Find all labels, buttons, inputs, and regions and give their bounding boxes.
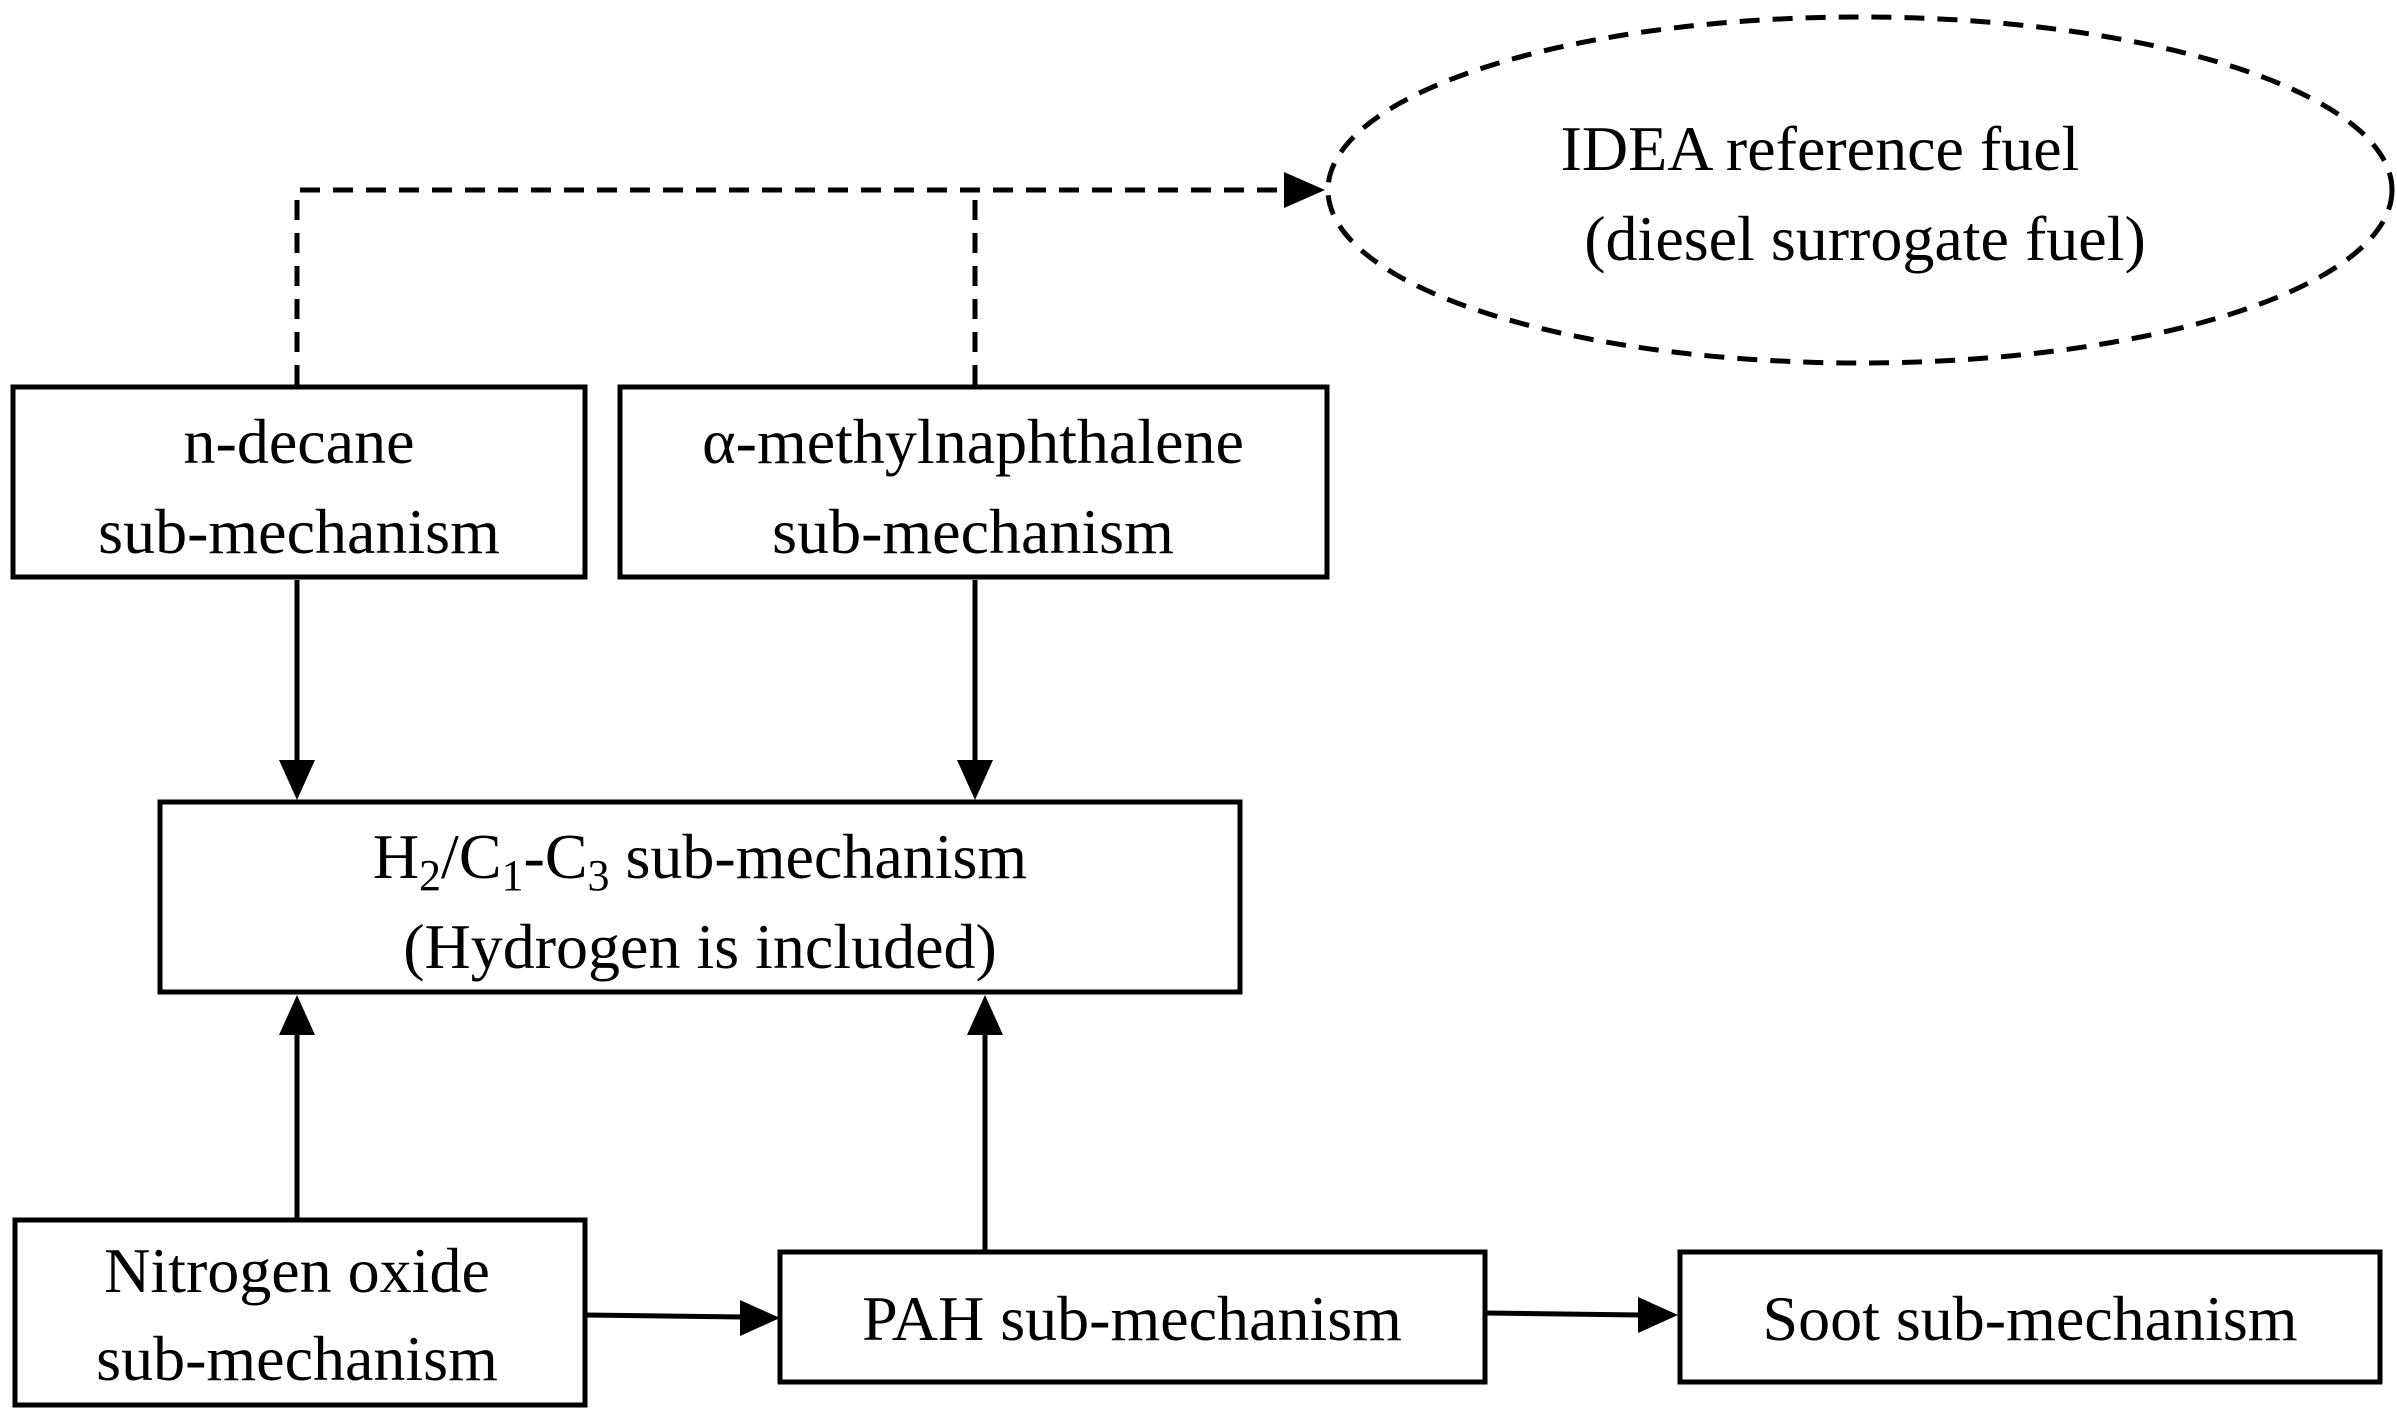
arrowhead-to-idea <box>1284 172 1325 208</box>
edge-ndecane-to-idea <box>294 187 1288 385</box>
soot-node: Soot sub-mechanism <box>1677 1249 2383 1385</box>
nox-node: Nitrogen oxide sub-mechanism <box>12 1217 588 1408</box>
core-box <box>157 799 1243 995</box>
core-line1-part-1: 2 <box>419 851 441 900</box>
arrowhead-ndecane-to-core <box>279 760 315 800</box>
ndecane-box <box>10 384 588 580</box>
edge-pah-to-soot <box>1484 1310 1641 1318</box>
ndecane-line1: n-decane <box>184 406 415 477</box>
edge-nox-to-pah <box>584 1312 743 1320</box>
ndecane-line2: sub-mechanism <box>98 496 500 567</box>
core-line1-part-3: 1 <box>502 851 524 900</box>
solid-connector-group <box>279 580 1678 1336</box>
idea-reference-fuel-node: IDEA reference fuel (diesel surrogate fu… <box>1325 14 2395 366</box>
nox-line2: sub-mechanism <box>96 1323 498 1394</box>
arrowhead-amn-to-core <box>957 760 993 800</box>
pah-box <box>777 1249 1488 1385</box>
amn-node: α-methylnaphthalene sub-mechanism <box>617 384 1330 580</box>
core-line1-part-6: sub-mechanism <box>610 821 1028 892</box>
core-line1-part-5: 3 <box>588 851 610 900</box>
pah-node: PAH sub-mechanism <box>777 1249 1488 1385</box>
soot-box <box>1677 1249 2383 1385</box>
idea-line1: IDEA reference fuel <box>1561 113 2080 184</box>
core-node: H2/C1-C3 sub-mechanism (Hydrogen is incl… <box>157 799 1243 995</box>
idea-line2: (diesel surrogate fuel) <box>1584 203 2146 274</box>
dashed-connector-group <box>294 172 1325 385</box>
core-line1: H2/C1-C3 sub-mechanism <box>373 821 1027 900</box>
amn-line1: α-methylnaphthalene <box>702 406 1244 477</box>
core-line2: (Hydrogen is included) <box>403 911 997 982</box>
nox-box <box>12 1217 588 1408</box>
core-line1-part-4: -C <box>524 821 588 892</box>
amn-box <box>617 384 1330 580</box>
amn-line2: sub-mechanism <box>772 496 1174 567</box>
core-line1-part-0: H <box>373 821 419 892</box>
arrowhead-nox-to-core <box>279 995 315 1035</box>
core-line1-part-2: /C <box>441 821 501 892</box>
soot-label: Soot sub-mechanism <box>1762 1283 2297 1354</box>
arrowhead-pah-to-core <box>967 995 1003 1035</box>
idea-ellipse <box>1325 14 2395 366</box>
nox-line1: Nitrogen oxide <box>104 1235 490 1306</box>
arrowhead-pah-to-soot <box>1638 1297 1678 1333</box>
pah-label: PAH sub-mechanism <box>862 1283 1402 1354</box>
ndecane-node: n-decane sub-mechanism <box>10 384 588 580</box>
arrowhead-nox-to-pah <box>740 1300 780 1336</box>
